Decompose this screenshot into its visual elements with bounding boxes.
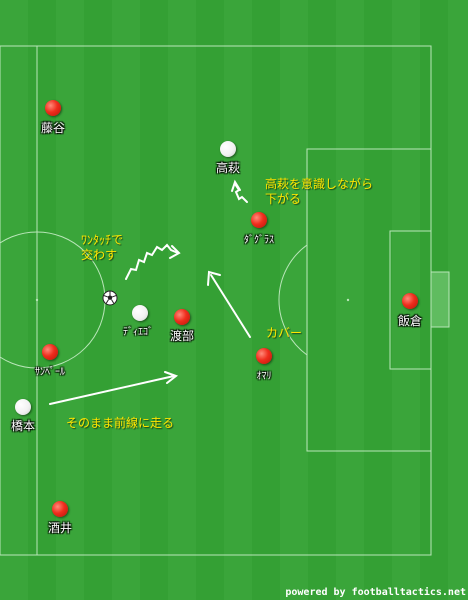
player-douglas-marker bbox=[251, 212, 267, 228]
note-takahagi: 高萩を意識しながら 下がる bbox=[265, 177, 373, 207]
note-onetouch: ﾜﾝﾀｯﾁで 交わす bbox=[81, 233, 123, 263]
player-fujitani-marker bbox=[45, 100, 61, 116]
note-takahagi-line1: 高萩を意識しながら bbox=[265, 177, 374, 191]
player-omari-name: ｵﾏﾘ bbox=[256, 371, 272, 382]
note-cover: カバー bbox=[266, 326, 303, 340]
player-iikura-name: 飯倉 bbox=[397, 314, 423, 328]
note-onetouch-line1: ﾜﾝﾀｯﾁで bbox=[81, 233, 124, 247]
player-sampere-marker bbox=[42, 344, 58, 360]
player-takahagi-marker bbox=[220, 141, 236, 157]
player-hashimoto-marker bbox=[15, 399, 31, 415]
soccer-ball-icon bbox=[102, 290, 118, 306]
player-douglas-name: ﾀﾞｸﾞﾗｽ bbox=[244, 235, 274, 246]
forward-run-arrow bbox=[49, 375, 175, 405]
player-sakai-name: 酒井 bbox=[47, 521, 73, 535]
player-hashimoto-name: 橋本 bbox=[10, 419, 36, 433]
note-takahagi-line2: 下がる bbox=[265, 192, 302, 206]
player-fujitani-name: 藤谷 bbox=[40, 121, 66, 135]
player-sakai-marker bbox=[52, 501, 68, 517]
player-diego-name: ﾃﾞｨｴｺﾞ bbox=[123, 327, 153, 338]
cover-run-arrow bbox=[210, 274, 251, 338]
note-onetouch-line2: 交わす bbox=[81, 248, 118, 262]
player-watanabe-marker bbox=[174, 309, 190, 325]
player-diego-marker bbox=[132, 305, 148, 321]
credit-text: powered by footballtactics.net bbox=[285, 587, 466, 598]
player-sampere-name: ｻﾝﾍﾟｰﾙ bbox=[35, 367, 65, 378]
player-omari-marker bbox=[256, 348, 272, 364]
player-iikura-marker bbox=[402, 293, 418, 309]
note-run-forward: そのまま前線に走る bbox=[66, 416, 175, 430]
player-watanabe-name: 渡部 bbox=[169, 329, 195, 343]
dribble-arrow bbox=[125, 243, 179, 280]
player-takahagi-name: 高萩 bbox=[215, 161, 241, 175]
